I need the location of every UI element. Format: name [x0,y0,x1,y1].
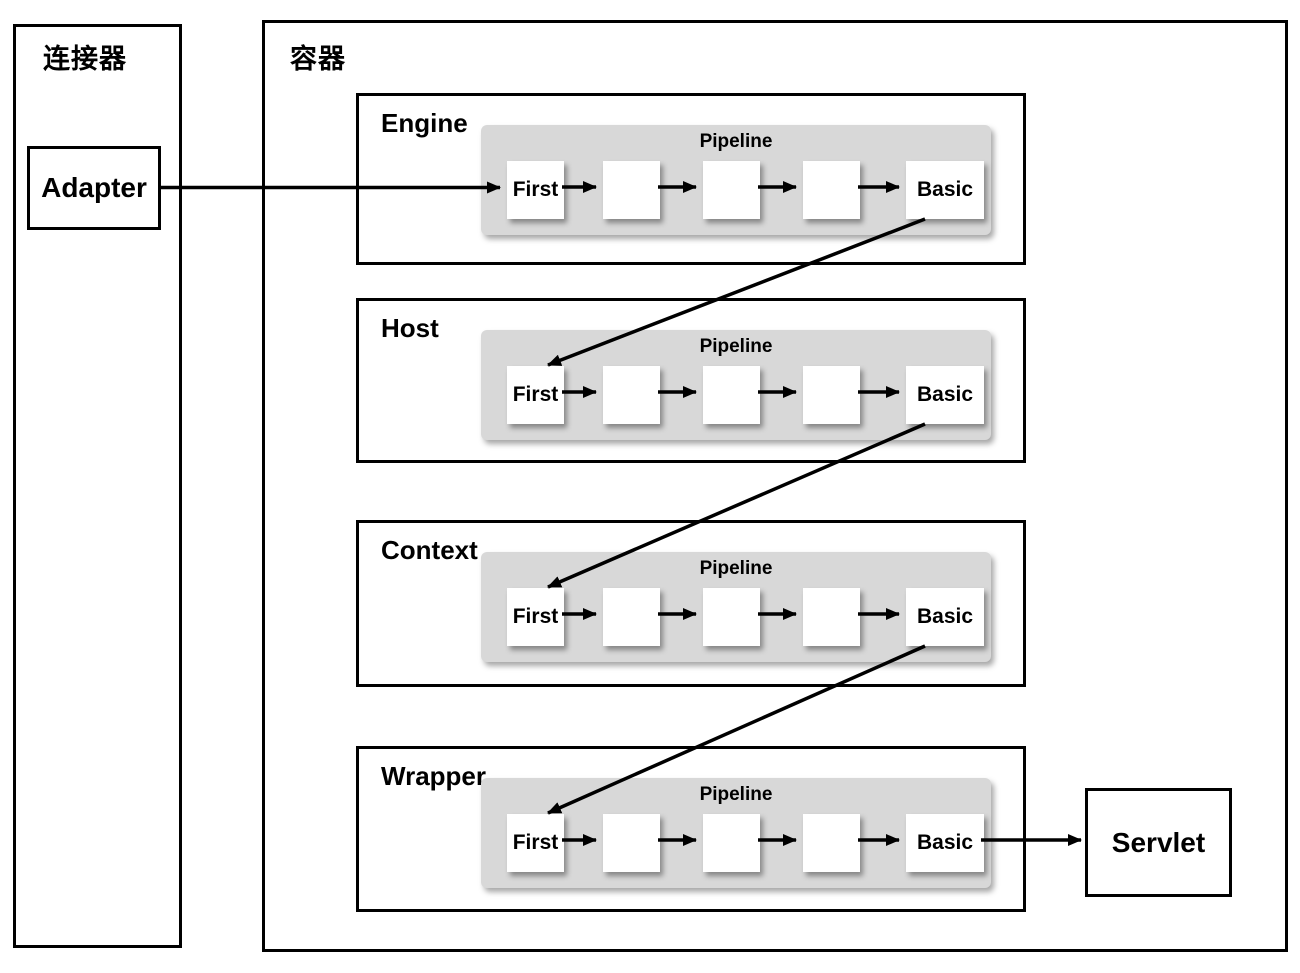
container-box: 容器 [262,20,1288,952]
section-context: Context Pipeline First Basic [356,520,1026,687]
connector-box: 连接器 [13,24,182,948]
container-label: 容器 [290,44,346,74]
engine-valve-3 [703,161,760,219]
adapter-box: Adapter [27,146,161,230]
host-valve-first: First [507,366,564,424]
context-valve-4 [803,588,860,646]
section-host-label: Host [381,313,439,343]
host-valve-4 [803,366,860,424]
connector-label: 连接器 [43,44,127,74]
context-pipeline-label: Pipeline [699,558,773,579]
wrapper-valve-2 [603,814,660,872]
wrapper-valve-4 [803,814,860,872]
host-pipeline-label: Pipeline [699,336,773,357]
servlet-box: Servlet [1085,788,1232,897]
engine-pipeline-label: Pipeline [699,131,773,152]
wrapper-valve-basic: Basic [906,814,984,872]
section-engine-label: Engine [381,108,468,138]
section-wrapper: Wrapper Pipeline First Basic [356,746,1026,912]
wrapper-pipeline-label: Pipeline [699,784,773,805]
adapter-label: Adapter [41,172,147,203]
host-valve-basic: Basic [906,366,984,424]
section-context-label: Context [381,535,478,565]
host-pipeline: Pipeline First Basic [481,330,991,440]
engine-pipeline: Pipeline First Basic [481,125,991,235]
engine-valve-basic: Basic [906,161,984,219]
engine-valve-4 [803,161,860,219]
engine-valve-2 [603,161,660,219]
context-valve-3 [703,588,760,646]
wrapper-valve-first: First [507,814,564,872]
wrapper-valve-3 [703,814,760,872]
engine-valve-first: First [507,161,564,219]
context-valve-basic: Basic [906,588,984,646]
context-pipeline: Pipeline First Basic [481,552,991,662]
wrapper-pipeline: Pipeline First Basic [481,778,991,888]
host-valve-3 [703,366,760,424]
servlet-label: Servlet [1111,826,1206,858]
section-engine: Engine Pipeline First Basic [356,93,1026,265]
context-valve-first: First [507,588,564,646]
host-valve-2 [603,366,660,424]
section-wrapper-label: Wrapper [381,761,486,791]
context-valve-2 [603,588,660,646]
section-host: Host Pipeline First Basic [356,298,1026,463]
